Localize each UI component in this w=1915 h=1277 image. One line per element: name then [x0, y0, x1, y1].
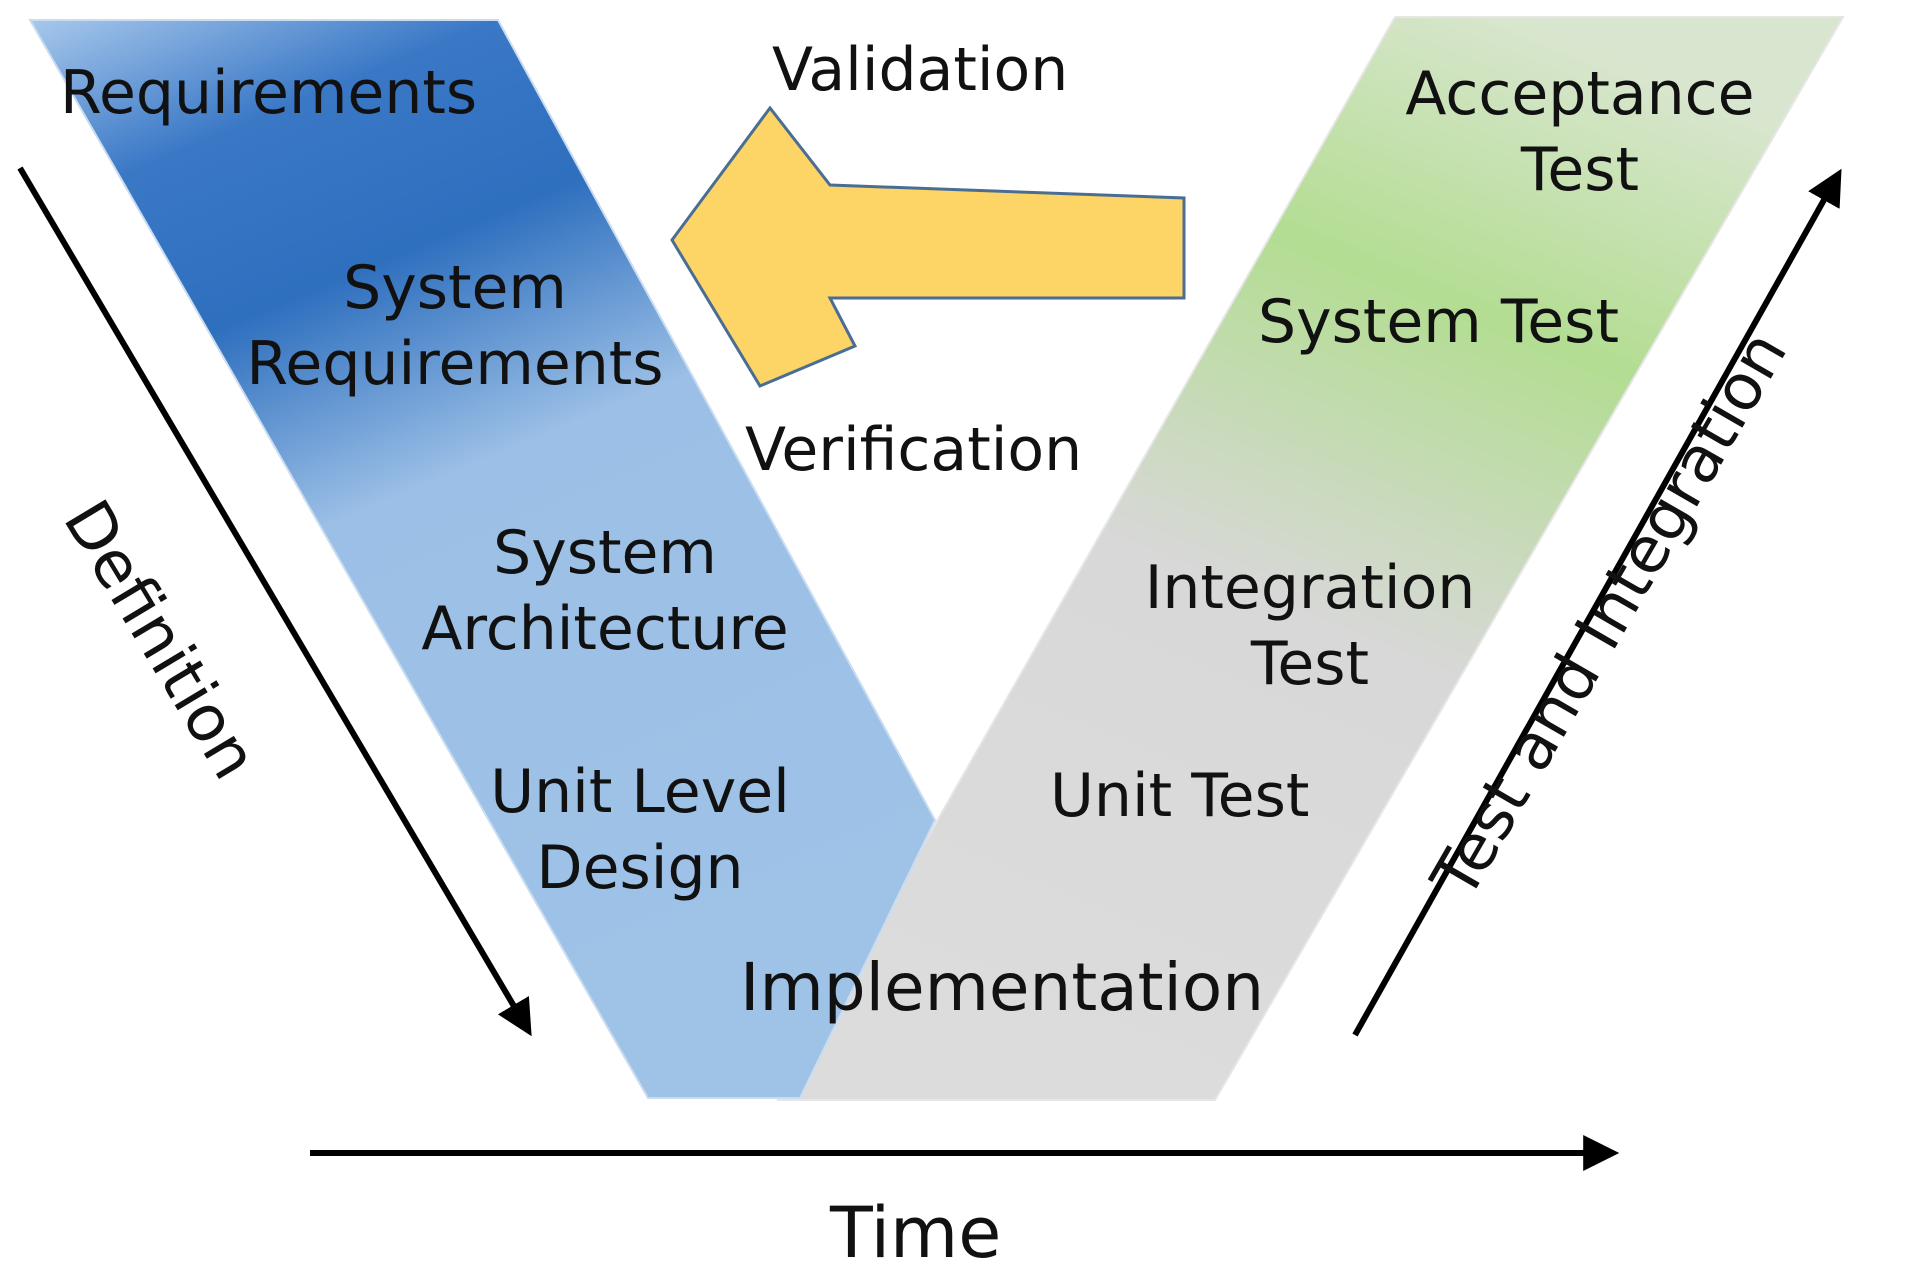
- unit-level-design-label: Unit Level Design: [430, 754, 850, 906]
- system-architecture-line-2: Architecture: [421, 594, 789, 664]
- system-architecture-line-1: System: [493, 518, 717, 588]
- acceptance-test-line-2: Test: [1520, 135, 1640, 205]
- unit-test-label: Unit Test: [1050, 761, 1310, 831]
- integration-test-line-2: Test: [1250, 629, 1370, 699]
- unit-level-design-line-2: Design: [536, 833, 744, 903]
- system-requirements-line-1: System: [343, 253, 567, 323]
- validation-label: Validation: [772, 35, 1069, 105]
- validation-arrow-icon: [670, 105, 1186, 388]
- left-arm-band: [28, 19, 937, 1099]
- acceptance-test-label: Acceptance Test: [1370, 56, 1790, 208]
- integration-test-label: Integration Test: [1100, 550, 1520, 702]
- requirements-label: Requirements: [60, 58, 478, 128]
- integration-test-line-1: Integration: [1144, 553, 1476, 623]
- system-test-label: System Test: [1258, 287, 1619, 357]
- implementation-label: Implementation: [740, 949, 1265, 1026]
- unit-level-design-line-1: Unit Level: [490, 757, 790, 827]
- right-arm-band: [776, 16, 1845, 1101]
- system-requirements-line-2: Requirements: [246, 329, 664, 399]
- system-architecture-label: System Architecture: [380, 515, 830, 667]
- time-axis-label: Time: [830, 1192, 1002, 1274]
- test-integration-axis-arrow-icon: [1352, 168, 1842, 1037]
- acceptance-test-line-1: Acceptance: [1405, 59, 1755, 129]
- verification-label: Verification: [745, 415, 1083, 485]
- system-requirements-label: System Requirements: [230, 250, 680, 402]
- definition-axis-arrow-icon: [17, 166, 532, 1037]
